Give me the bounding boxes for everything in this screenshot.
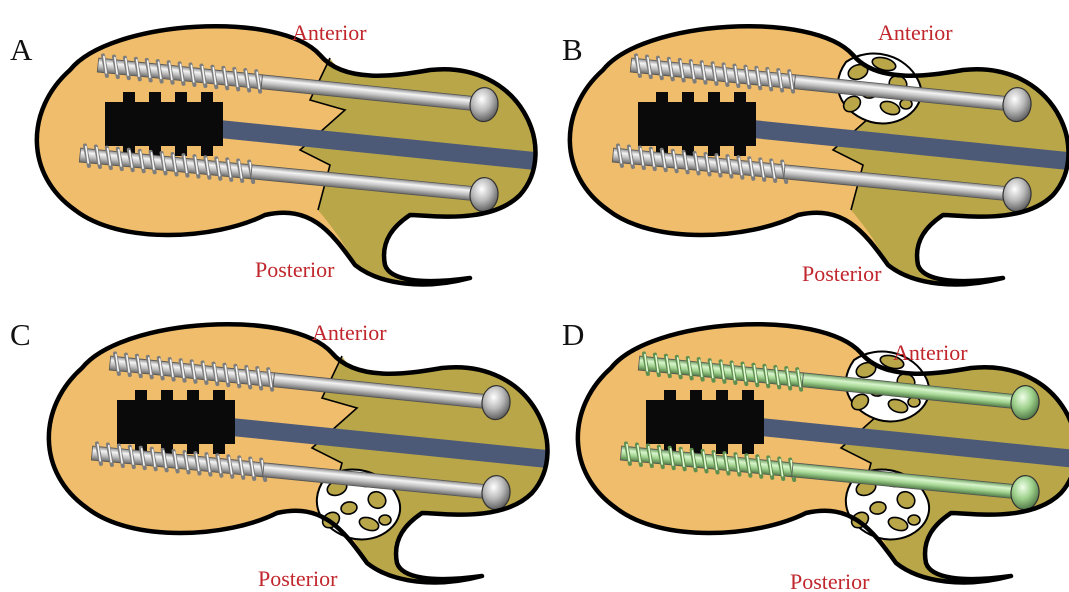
posterior-label: Posterior xyxy=(802,261,882,286)
bone-diagram xyxy=(49,324,548,582)
panel-letter: D xyxy=(562,317,584,352)
posterior-label: Posterior xyxy=(255,257,335,282)
bone-fragment xyxy=(379,515,391,525)
panel-letter: C xyxy=(10,317,31,352)
anterior-label: Anterior xyxy=(292,20,367,45)
anterior-label: Anterior xyxy=(893,340,968,365)
panel-letter: B xyxy=(562,32,583,67)
posterior-label: Posterior xyxy=(790,569,870,592)
posterior-label: Posterior xyxy=(258,566,338,591)
bone-diagram xyxy=(570,26,1069,284)
bone-fragment xyxy=(908,515,920,525)
bone-diagram xyxy=(37,26,536,284)
anterior-label: Anterior xyxy=(312,320,387,345)
panel-letter: A xyxy=(10,32,33,67)
anterior-label: Anterior xyxy=(878,20,953,45)
bone-diagram xyxy=(578,324,1069,582)
